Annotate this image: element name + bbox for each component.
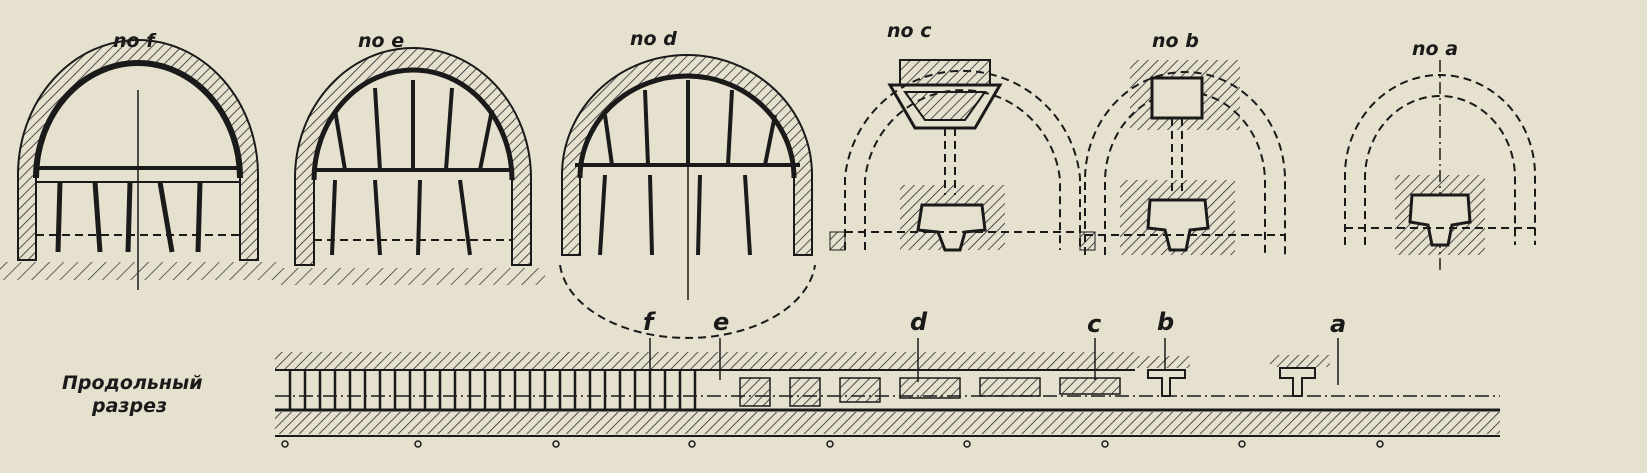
longitudinal-profile (275, 338, 1500, 448)
cross-section-c (829, 59, 1096, 252)
section-label-e: no e (358, 30, 405, 52)
cross-section-e (280, 47, 545, 285)
profile-letter-e: e (713, 308, 730, 336)
section-label-a: no a (1412, 38, 1459, 60)
cross-section-f (0, 39, 280, 290)
profile-caption-line2: разрез (92, 395, 167, 417)
profile-letter-a: a (1330, 310, 1347, 338)
profile-caption: Продольный разрез (62, 372, 203, 418)
cross-section-d (559, 54, 816, 339)
profile-letter-c: c (1087, 310, 1102, 338)
profile-letter-b: b (1157, 308, 1175, 336)
profile-caption-line1: Продольный (62, 372, 203, 394)
profile-letter-f: f (643, 308, 654, 336)
cross-section-b (1084, 60, 1286, 255)
section-label-d: no d (630, 28, 677, 50)
section-label-f: no f (113, 30, 155, 52)
section-label-b: no b (1152, 30, 1199, 52)
profile-letter-d: d (910, 308, 928, 336)
cross-section-a (1344, 60, 1536, 270)
section-label-c: no c (887, 20, 932, 42)
